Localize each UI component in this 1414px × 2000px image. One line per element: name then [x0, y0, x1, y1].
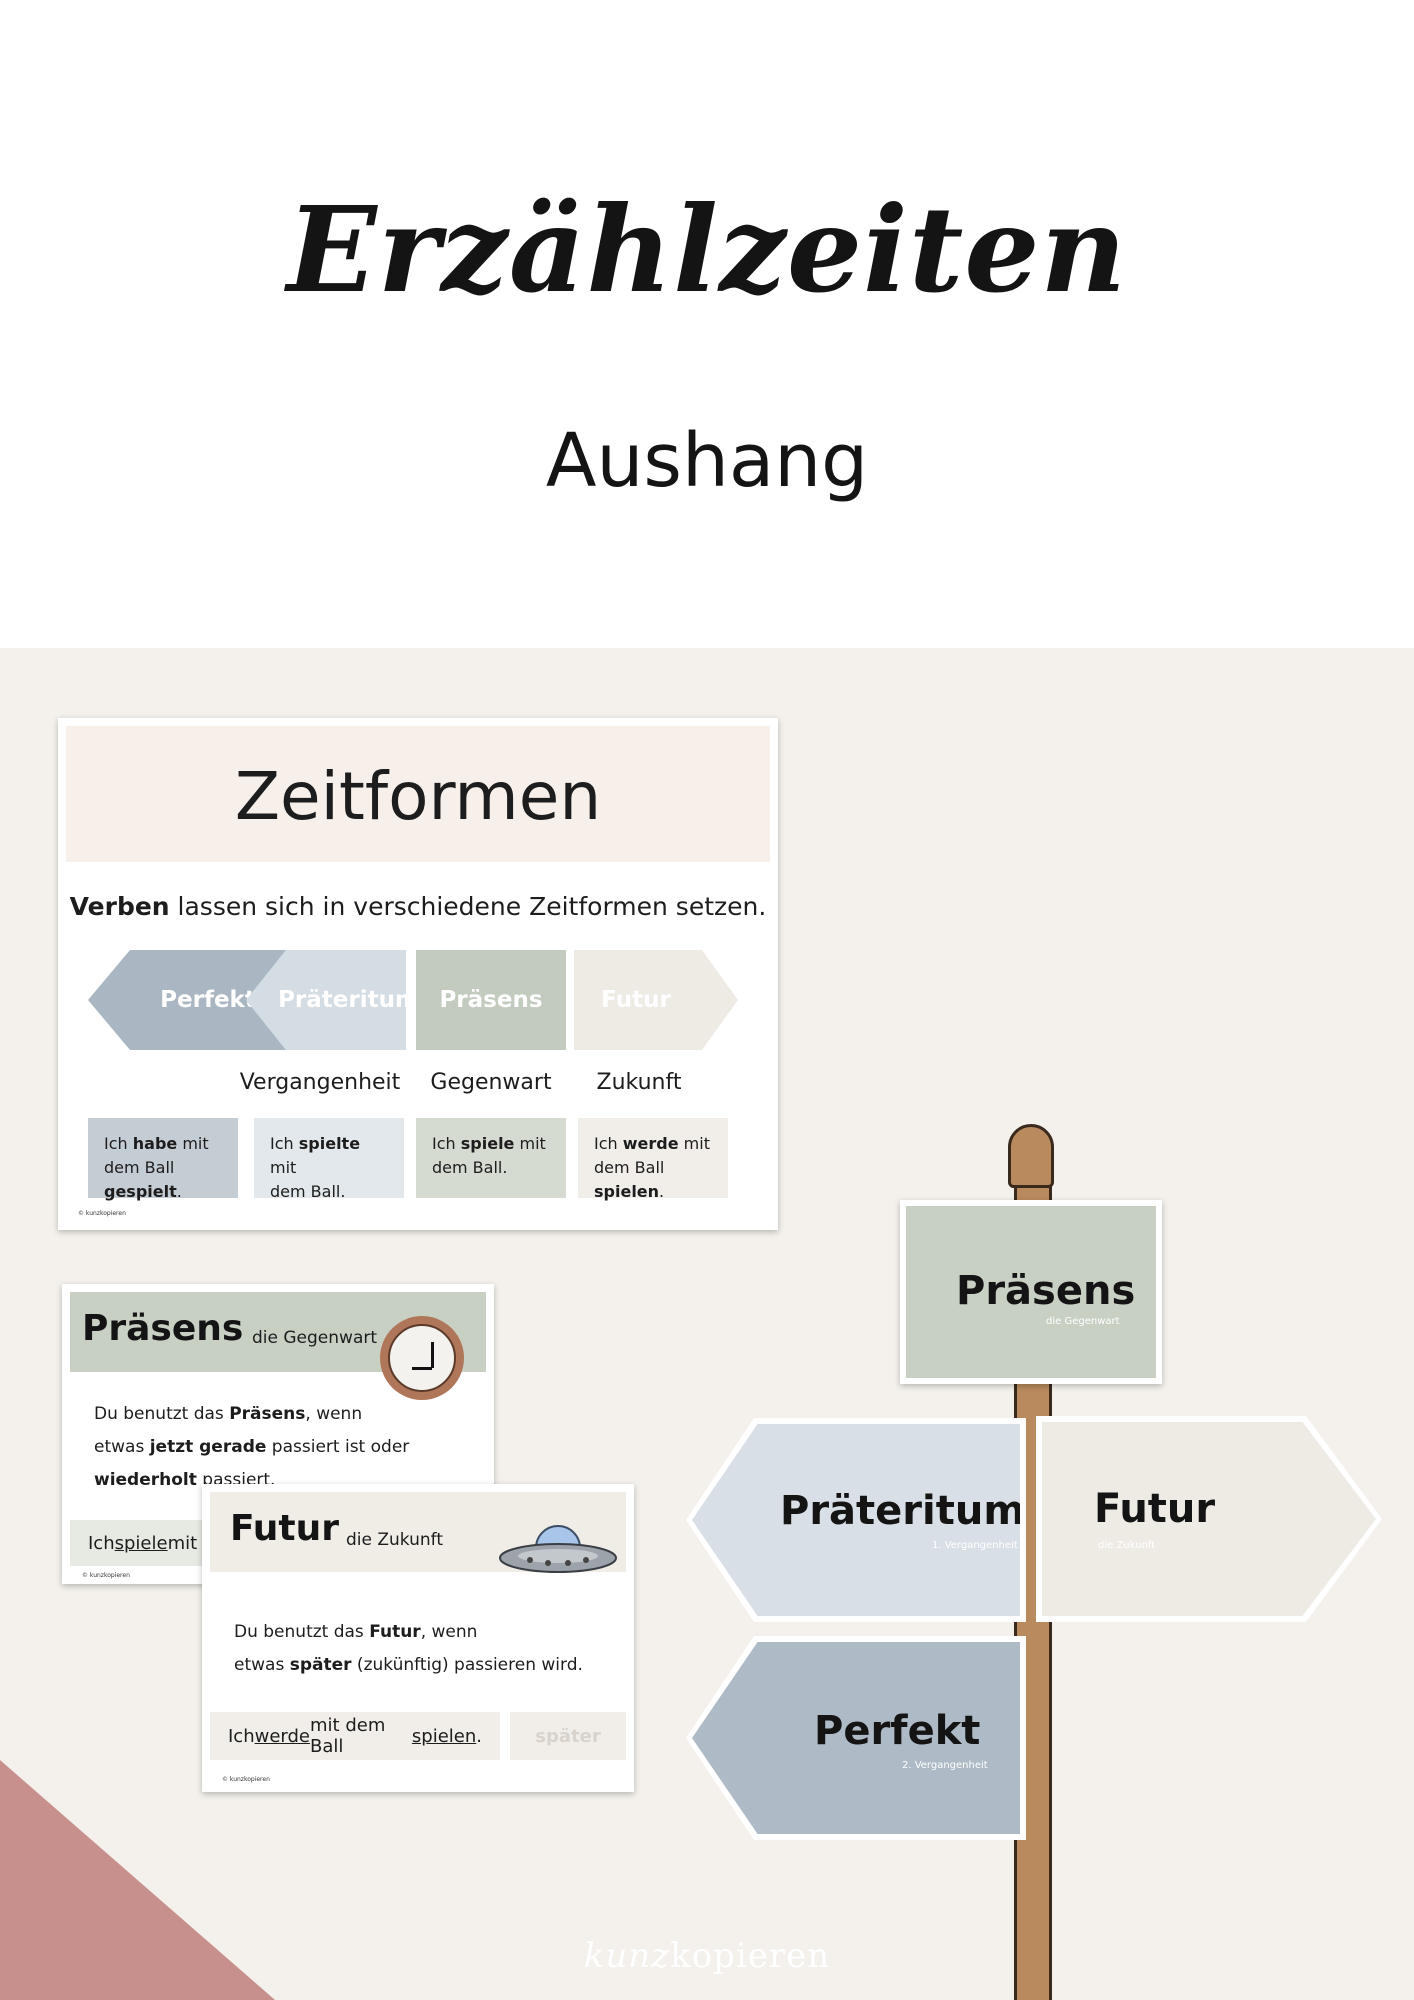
futur-card-tag: später [510, 1712, 626, 1760]
header: Erzählzeiten Aushang [0, 0, 1414, 648]
futur-card-text: Du benutzt das Futur, wenn etwas später … [234, 1622, 583, 1675]
prasens-card-copyright: © kunzkopieren [82, 1572, 130, 1579]
sign-prasens: Präsens die Gegenwart [900, 1200, 1162, 1384]
futur-card-example: Ich werde mit dem Ball spielen. [210, 1712, 500, 1760]
futur-card-title: Futur [230, 1508, 340, 1549]
intro-bold: Verben [69, 892, 170, 921]
sign-prateritum-sub: 1. Vergangenheit [932, 1540, 1018, 1551]
sign-futur-name: Futur [1094, 1486, 1216, 1532]
sign-perfekt: Perfekt 2. Vergangenheit [686, 1636, 1026, 1840]
brand-logo: kunzkopieren [583, 1936, 831, 1976]
page-title: Erzählzeiten [286, 180, 1128, 319]
poster-intro: Verben lassen sich in verschiedene Zeitf… [58, 892, 778, 921]
futur-card: Futur die Zukunft Du benutzt das Futur, … [202, 1484, 634, 1792]
sign-perfekt-sub: 2. Vergangenheit [902, 1760, 988, 1771]
sign-perfekt-name: Perfekt [814, 1708, 981, 1754]
prasens-card-example: Ich spiele mit [70, 1520, 210, 1566]
example-prasens: Ich spiele mit dem Ball. [416, 1118, 566, 1198]
poster-title: Zeitformen [234, 758, 602, 835]
sign-prasens-sub: die Gegenwart [1046, 1316, 1120, 1327]
corner-accent [0, 1760, 275, 2000]
page-subtitle: Aushang [545, 418, 869, 504]
sign-futur: Futur die Zukunft [1036, 1416, 1382, 1622]
example-perfekt: Ich habe mit dem Ball gespielt. [88, 1118, 238, 1201]
poster-copyright: © kunzkopieren [78, 1210, 126, 1217]
label-vergangenheit: Vergangenheit [239, 1070, 401, 1095]
preview-area: Zeitformen Verben lassen sich in verschi… [0, 648, 1414, 2000]
sign-prateritum-name: Präteritum [780, 1488, 1025, 1534]
arrow-futur: Futur [574, 950, 738, 1050]
example-prateritum: Ich spielte mit dem Ball. [254, 1118, 404, 1201]
label-gegenwart: Gegenwart [430, 1070, 552, 1095]
sign-futur-sub: die Zukunft [1098, 1540, 1156, 1551]
intro-text: lassen sich in verschiedene Zeitformen s… [169, 892, 767, 921]
poster-header: Zeitformen [66, 726, 770, 862]
example-futur: Ich werde mit dem Ball spielen. [578, 1118, 728, 1201]
signpost-pole-top [1008, 1124, 1054, 1188]
sign-prasens-name: Präsens [956, 1268, 1136, 1314]
label-zukunft: Zukunft [596, 1070, 682, 1095]
prasens-card: Präsens die Gegenwart Du benutzt das Prä… [62, 1284, 494, 1584]
sign-prateritum: Präteritum 1. Vergangenheit [686, 1418, 1026, 1622]
arrow-prasens: Präsens [416, 950, 566, 1050]
prasens-card-subtitle: die Gegenwart [252, 1328, 378, 1348]
prasens-card-title: Präsens [82, 1308, 244, 1349]
futur-card-subtitle: die Zukunft [346, 1530, 444, 1550]
zeitformen-poster: Zeitformen Verben lassen sich in verschi… [58, 718, 778, 1230]
clock-icon [380, 1316, 464, 1400]
prasens-card-text: Du benutzt das Präsens, wenn etwas jetzt… [94, 1404, 410, 1490]
ufo-icon [499, 1525, 617, 1573]
